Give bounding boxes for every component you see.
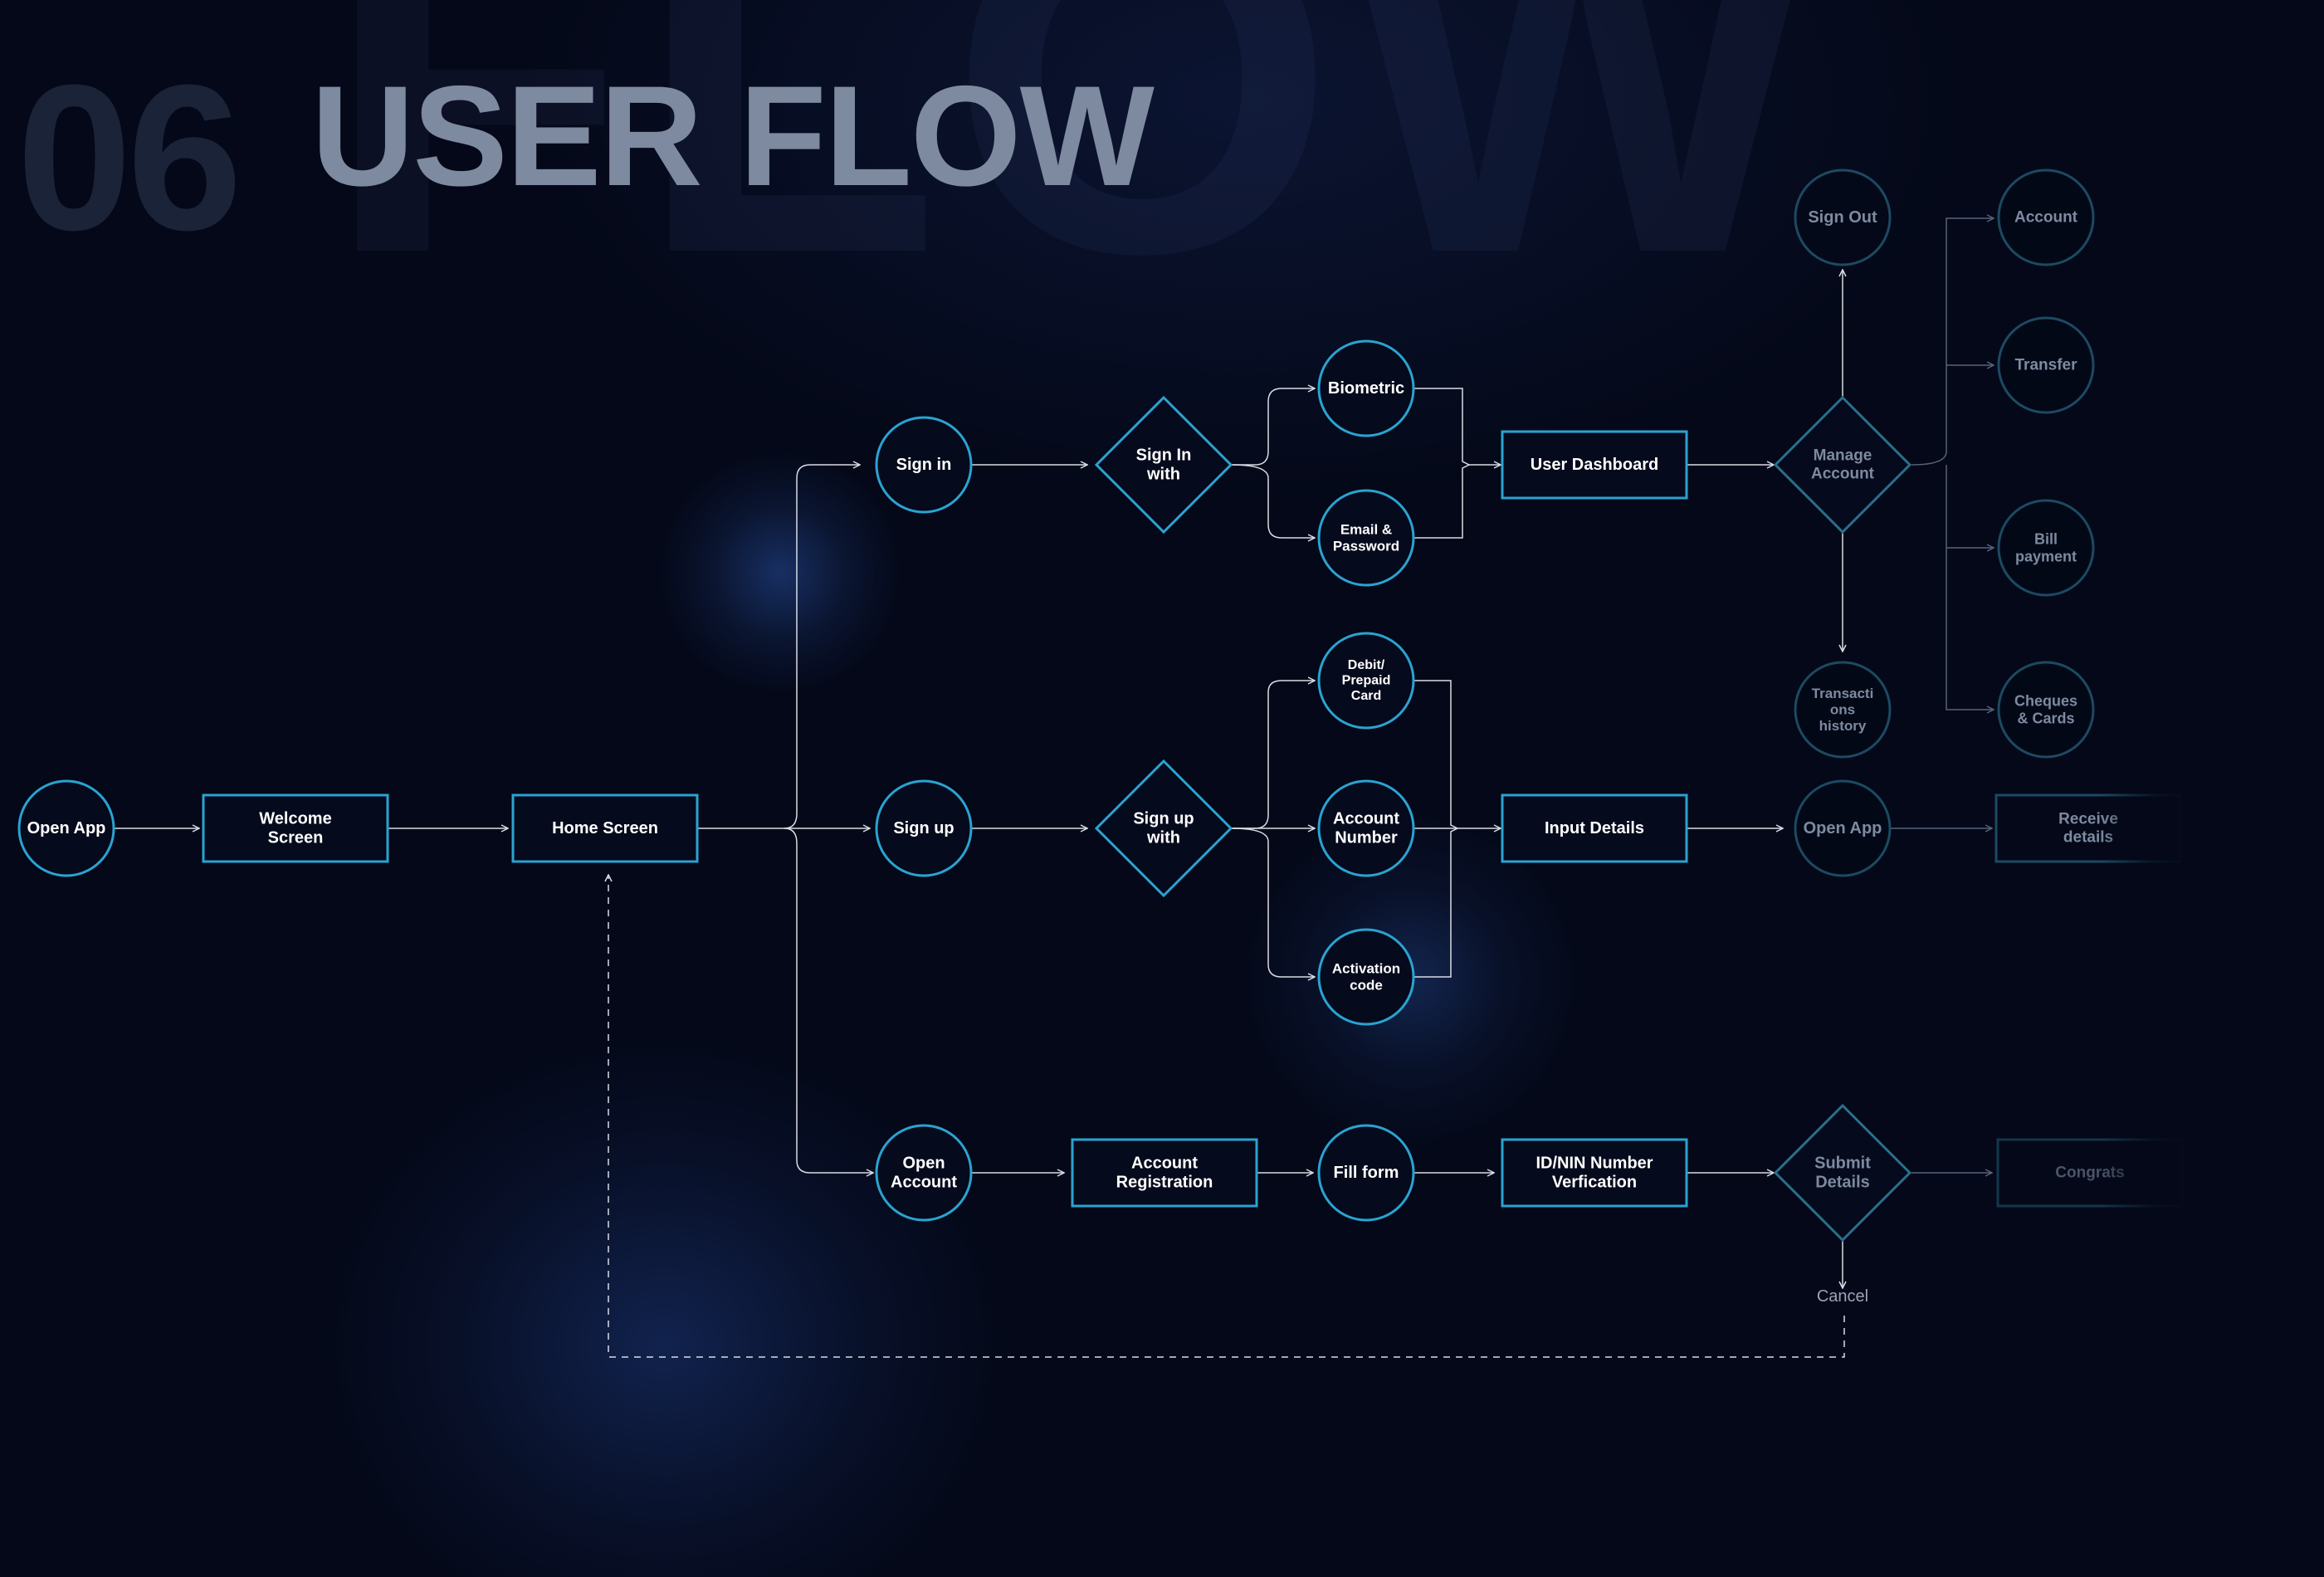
welcome-label: Welcome (259, 810, 331, 828)
welcome-label: Screen (268, 829, 324, 847)
fill-form-node[interactable]: Fill form (1317, 1124, 1415, 1222)
activation-code-label: code (1350, 977, 1383, 993)
account-registration-label: Registration (1116, 1174, 1213, 1192)
input-details-label: Input Details (1545, 819, 1644, 837)
input-details-node[interactable]: Input Details (1501, 793, 1688, 863)
debit-card-label: Debit/ (1348, 658, 1385, 672)
submit-details-label: Submit (1814, 1155, 1871, 1173)
bill-payment-label: payment (2015, 548, 2077, 564)
page-title: USER FLOW (311, 56, 1155, 216)
account-number-label: Number (1335, 829, 1398, 847)
open-app-node[interactable]: Open App (17, 779, 115, 877)
id-verification-label: ID/NIN Number (1536, 1155, 1653, 1173)
sign-up-label: Sign up (893, 819, 954, 837)
sign-up-node[interactable]: Sign up (875, 779, 973, 877)
sign-up-with-label: Sign up (1133, 810, 1194, 828)
cheques-cards-label: & Cards (2017, 710, 2074, 726)
cheques-cards-label: Cheques (2014, 693, 2077, 710)
edge-manage-cheques (1946, 548, 1994, 710)
account-right-node[interactable]: Account (1997, 168, 2095, 266)
account-number-label: Account (1333, 810, 1399, 828)
email-password-label: Password (1333, 538, 1399, 554)
bill-payment-label: Bill (2034, 531, 2058, 548)
submit-details-label: Details (1815, 1174, 1870, 1192)
edge-branch-open-account (784, 828, 873, 1173)
activation-code-label: Activation (1332, 961, 1400, 977)
open-app-2-label: Open App (1804, 819, 1882, 837)
account-registration-label: Account (1131, 1155, 1198, 1173)
sign-in-node[interactable]: Sign in (875, 416, 973, 514)
background-watermark-word: FLOW (324, 0, 1824, 357)
transactions-history-label: Transacti (1812, 686, 1874, 701)
transactions-history-label: ons (1830, 702, 1855, 718)
biometric-label: Biometric (1328, 379, 1404, 398)
sign-in-label: Sign in (896, 456, 952, 474)
user-dashboard-label: User Dashboard (1531, 456, 1659, 474)
email-password-label: Email & (1340, 522, 1392, 538)
edge-branch-sign-in (784, 465, 860, 829)
edge-sign-up-with-activation (1231, 828, 1315, 977)
fill-form-label: Fill form (1334, 1164, 1399, 1182)
cheques-cards-node[interactable]: Cheques& Cards (1997, 661, 2095, 759)
sign-out-label: Sign Out (1808, 208, 1877, 227)
edge-cancel-home-dashed (608, 875, 1845, 1358)
home-label: Home Screen (552, 819, 658, 837)
open-app-label: Open App (27, 819, 106, 837)
edge-sign-up-with-debit (1232, 681, 1315, 829)
id-verification-label: Verfication (1552, 1174, 1637, 1192)
sign-out-node[interactable]: Sign Out (1794, 168, 1892, 266)
home-node[interactable]: Home Screen (511, 793, 699, 863)
edge-sign-in-with-email (1231, 464, 1315, 538)
open-account-label: Account (891, 1174, 957, 1192)
user-dashboard-node[interactable]: User Dashboard (1501, 430, 1688, 500)
open-account-label: Open (902, 1155, 945, 1173)
debit-card-label: Prepaid (1342, 674, 1391, 688)
debit-card-label: Card (1351, 689, 1381, 703)
sign-in-with-label: with (1146, 466, 1180, 484)
sign-up-with-label: with (1146, 829, 1180, 847)
right-edge-fade (2100, 0, 2324, 1577)
edge-manage-bill (1946, 465, 1994, 548)
edge-manage-account (1911, 218, 1994, 466)
cancel-label[interactable]: Cancel (1817, 1287, 1868, 1306)
section-number: 06 (17, 42, 242, 273)
open-app-2-node[interactable]: Open App (1794, 779, 1892, 877)
edge-sign-in-with-biometric (1232, 388, 1315, 466)
email-password-node[interactable]: Email &Password (1317, 489, 1415, 587)
biometric-node[interactable]: Biometric (1317, 339, 1415, 437)
account-right-label: Account (2014, 209, 2078, 227)
connector-lines (115, 218, 1994, 1358)
manage-account-label: Account (1811, 465, 1875, 482)
transfer-node[interactable]: Transfer (1997, 316, 2095, 414)
edge-join-sign-in (1413, 388, 1471, 539)
transactions-history-label: history (1819, 718, 1867, 734)
sign-in-with-label: Sign In (1136, 447, 1192, 465)
transfer-label: Transfer (2015, 357, 2078, 374)
manage-account-label: Manage (1814, 447, 1872, 465)
